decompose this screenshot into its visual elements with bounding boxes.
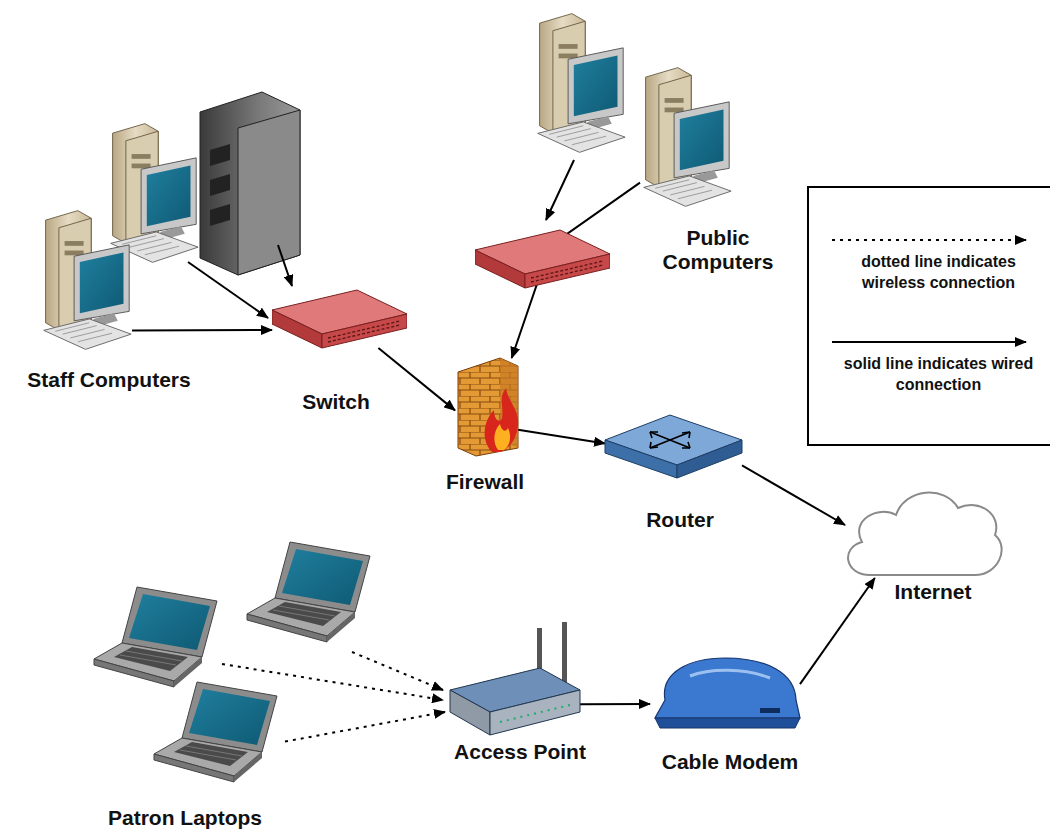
legend-frame — [808, 187, 1050, 445]
cable-modem: Cable Modem — [650, 655, 800, 728]
wired-link — [546, 160, 574, 220]
computer-group: Public Computers — [640, 65, 732, 212]
wired-connector — [742, 465, 845, 525]
router: Router — [605, 415, 742, 478]
staff-computer-icon — [111, 124, 198, 263]
wired-link — [278, 245, 292, 286]
access-point: Access Point — [445, 625, 580, 735]
wired-connector — [518, 430, 605, 444]
device-label: Patron Laptops — [85, 806, 285, 830]
firewall-icon — [458, 358, 518, 456]
firewall: Firewall — [455, 358, 518, 455]
wired-link — [188, 262, 268, 318]
switch: Switch — [272, 290, 405, 348]
public-switch-icon — [475, 230, 610, 288]
cloud-icon — [848, 493, 1002, 575]
wireless-link — [352, 652, 443, 690]
device-label: Internet — [873, 580, 993, 604]
laptop-icon — [247, 542, 370, 642]
device-label: Staff Computers — [4, 368, 214, 392]
device-label: Public Computers — [656, 226, 781, 274]
laptop-icon — [154, 682, 277, 782]
wired-connector — [580, 703, 650, 705]
device-label: Switch — [281, 390, 391, 414]
laptop-group: Patron Laptops — [150, 680, 285, 790]
internet-cloud: Internet — [845, 485, 1002, 578]
device-label: Router — [625, 508, 735, 532]
device-label: Access Point — [435, 740, 605, 764]
wired-connector — [800, 578, 875, 684]
wireless-link — [222, 664, 443, 700]
computer-group: Staff Computers — [40, 205, 132, 358]
laptop-icon — [94, 587, 217, 687]
switch-icon — [272, 290, 407, 348]
legend-text: solid line indicates wired connection — [836, 354, 1041, 396]
staff-computer-icon — [44, 211, 131, 350]
public-computer-icon — [538, 14, 625, 153]
legend-sample-dotted — [832, 239, 1026, 241]
router-icon — [605, 415, 742, 478]
access-point-icon — [450, 622, 580, 735]
legend-sample-solid — [832, 341, 1026, 343]
server-tower — [200, 92, 300, 275]
wired-connector — [378, 348, 455, 410]
legend-text: dotted line indicates wireless connectio… — [836, 252, 1041, 294]
wired-connector — [132, 329, 272, 332]
device-label: Firewall — [430, 470, 540, 494]
cable-modem-icon — [655, 658, 800, 728]
wireless-connector — [285, 712, 445, 742]
public-computer-icon — [644, 68, 731, 207]
device-label: Cable Modem — [645, 750, 815, 774]
